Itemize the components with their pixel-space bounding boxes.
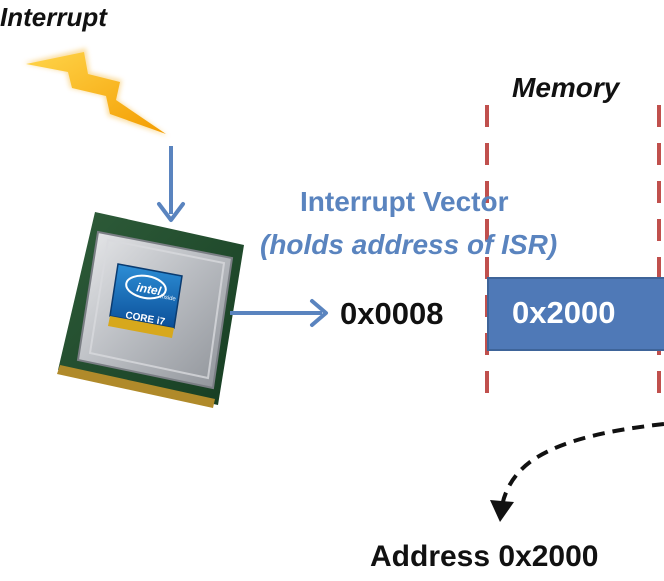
cpu-to-vector-arrow	[230, 299, 328, 327]
interrupt-label: Interrupt	[0, 2, 107, 32]
jump-to-isr-arrow	[490, 422, 664, 522]
memory-cell	[487, 277, 664, 351]
cpu-chip-icon: intel inside CORE i7	[57, 212, 244, 408]
lightning-bolt-icon	[24, 48, 168, 136]
cpu-tagline-text: inside	[160, 294, 177, 303]
memory-label: Memory	[512, 72, 620, 103]
interrupt-vector-subtitle: (holds address of ISR)	[260, 229, 558, 260]
interrupt-vector-title: Interrupt Vector	[300, 186, 509, 217]
intel-badge: intel inside CORE i7	[108, 263, 183, 338]
memory-cell-value: 0x2000	[512, 295, 616, 330]
interrupt-arrow	[157, 146, 185, 222]
vector-address-label: 0x0008	[340, 296, 444, 331]
cpu-brand-text: intel	[135, 280, 162, 298]
destination-address-label: Address 0x2000	[370, 540, 599, 573]
